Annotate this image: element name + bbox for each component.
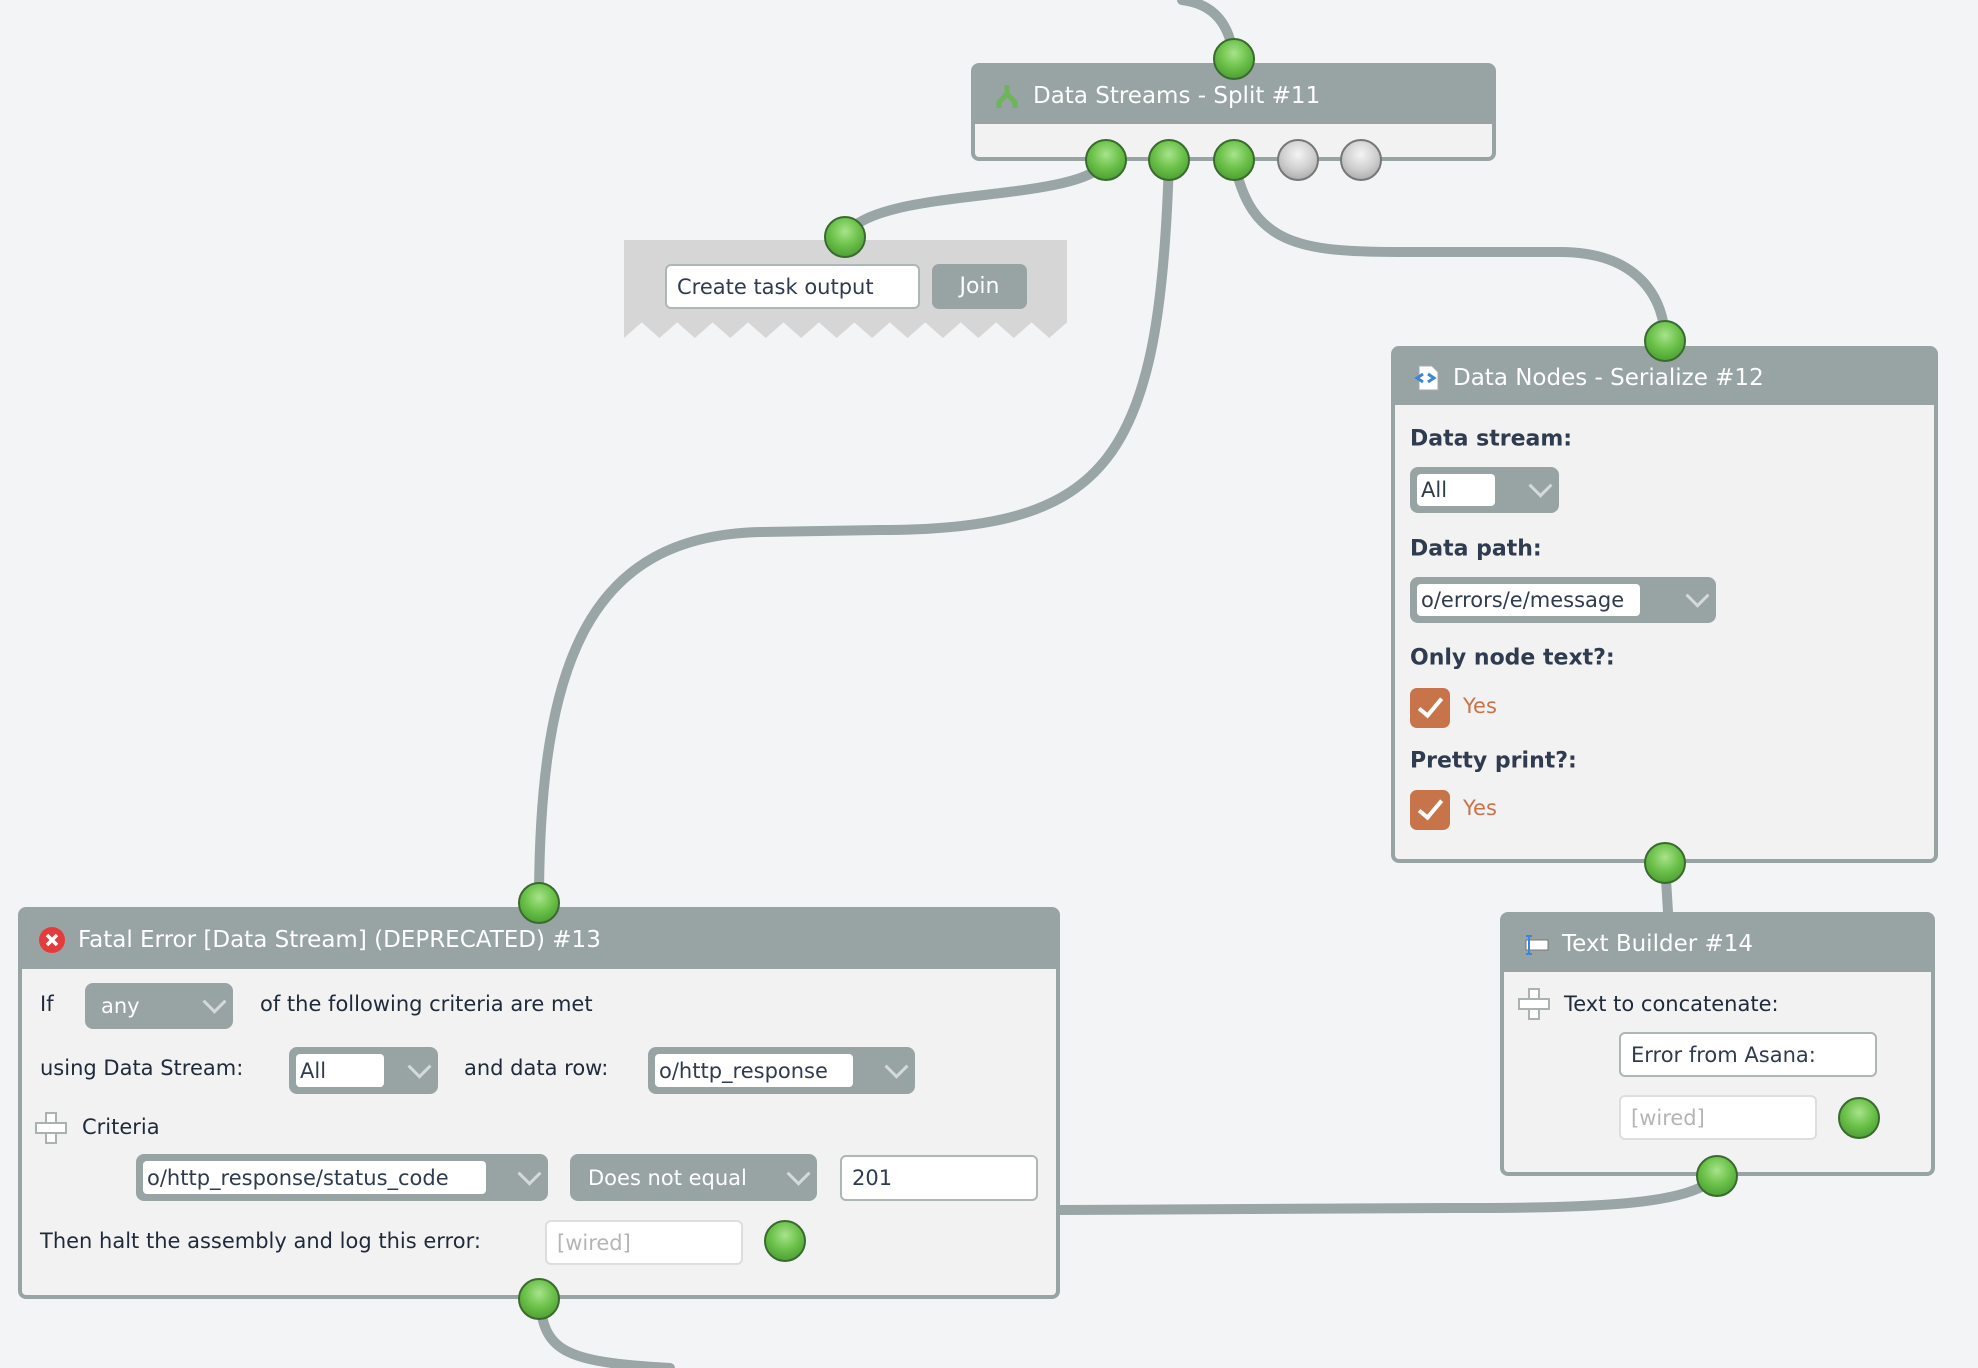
split-branch-icon <box>996 84 1018 108</box>
error-message-wired-input[interactable]: [wired] <box>545 1220 743 1265</box>
pretty-print-value: Yes <box>1463 796 1497 820</box>
wire-split-to-task-output <box>840 155 1111 242</box>
error-x-icon <box>39 927 65 953</box>
text-builder-icon <box>1525 935 1549 955</box>
fatal-error-node[interactable]: Fatal Error [Data Stream] (DEPRECATED) #… <box>18 907 1060 1299</box>
task-output-name-input[interactable]: Create task output <box>665 264 920 309</box>
data-row-select[interactable]: o/http_response <box>648 1047 915 1094</box>
halt-label: Then halt the assembly and log this erro… <box>40 1229 481 1253</box>
chevron-down-icon <box>517 1161 542 1186</box>
text-builder-output-port[interactable] <box>1696 1155 1738 1197</box>
if-label: If <box>40 992 54 1016</box>
wire-split-to-fatal-error <box>534 155 1174 908</box>
criteria-field-value: o/http_response/status_code <box>143 1161 486 1194</box>
add-text-icon[interactable] <box>1518 988 1550 1020</box>
wire-split-to-serialize <box>1229 155 1670 346</box>
criteria-met-label: of the following criteria are met <box>260 992 593 1016</box>
data-row-label: and data row: <box>464 1056 609 1080</box>
using-stream-label: using Data Stream: <box>40 1056 244 1080</box>
stream-select[interactable]: All <box>289 1047 438 1094</box>
data-stream-select[interactable]: All <box>1410 467 1559 513</box>
data-row-value: o/http_response <box>655 1054 853 1087</box>
data-path-select[interactable]: o/errors/e/message <box>1410 577 1716 623</box>
split-node-title: Data Streams - Split #11 <box>1033 82 1321 109</box>
concat-wired-port[interactable] <box>1838 1097 1880 1139</box>
criteria-value-input[interactable]: 201 <box>840 1155 1038 1201</box>
error-message-port[interactable] <box>764 1220 806 1262</box>
criteria-operator-select[interactable]: Does not equal <box>570 1154 817 1201</box>
match-select[interactable]: any <box>85 983 233 1029</box>
pretty-print-label: Pretty print?: <box>1410 748 1577 774</box>
text-builder-header[interactable]: Text Builder #14 <box>1504 916 1931 972</box>
wire-fatal-error-out <box>534 1294 675 1368</box>
chevron-down-icon <box>786 1161 811 1186</box>
fatal-error-input-port[interactable] <box>518 882 560 924</box>
concat-label: Text to concatenate: <box>1564 992 1779 1016</box>
task-output-port[interactable] <box>824 216 866 258</box>
stream-value: All <box>296 1054 384 1087</box>
chevron-down-icon <box>202 989 227 1014</box>
split-output-port-3[interactable] <box>1213 139 1255 181</box>
document-code-icon <box>1414 365 1439 390</box>
only-node-text-label: Only node text?: <box>1410 645 1615 671</box>
fatal-error-title: Fatal Error [Data Stream] (DEPRECATED) #… <box>78 927 601 953</box>
data-path-label: Data path: <box>1410 536 1542 562</box>
add-criteria-icon[interactable] <box>35 1112 67 1144</box>
chevron-down-icon <box>407 1054 432 1079</box>
serialize-node-title: Data Nodes - Serialize #12 <box>1453 364 1764 391</box>
join-button[interactable]: Join <box>932 264 1027 309</box>
only-node-text-checkbox[interactable] <box>1410 688 1450 728</box>
data-stream-label: Data stream: <box>1410 426 1573 452</box>
text-builder-title: Text Builder #14 <box>1562 931 1754 957</box>
concat-wired-input[interactable]: [wired] <box>1619 1095 1817 1140</box>
chevron-down-icon <box>1685 583 1710 608</box>
pretty-print-checkbox[interactable] <box>1410 790 1450 830</box>
data-path-value: o/errors/e/message <box>1417 584 1640 616</box>
split-output-port-4[interactable] <box>1277 139 1319 181</box>
chevron-down-icon <box>1528 473 1553 498</box>
criteria-label: Criteria <box>82 1115 160 1139</box>
serialize-input-port[interactable] <box>1644 320 1686 362</box>
criteria-operator-value: Does not equal <box>588 1165 747 1190</box>
split-output-port-2[interactable] <box>1148 139 1190 181</box>
split-input-port[interactable] <box>1213 38 1255 80</box>
match-value: any <box>101 994 140 1018</box>
fatal-error-output-port[interactable] <box>518 1278 560 1320</box>
split-output-port-1[interactable] <box>1085 139 1127 181</box>
criteria-field-select[interactable]: o/http_response/status_code <box>136 1154 548 1201</box>
wire-text-builder-to-fatal-error <box>1055 1171 1722 1215</box>
split-output-port-5[interactable] <box>1340 139 1382 181</box>
only-node-text-value: Yes <box>1463 694 1497 718</box>
serialize-output-port[interactable] <box>1644 842 1686 884</box>
chevron-down-icon <box>884 1054 909 1079</box>
data-stream-value: All <box>1417 474 1495 506</box>
concat-text-input[interactable]: Error from Asana: <box>1619 1032 1877 1077</box>
